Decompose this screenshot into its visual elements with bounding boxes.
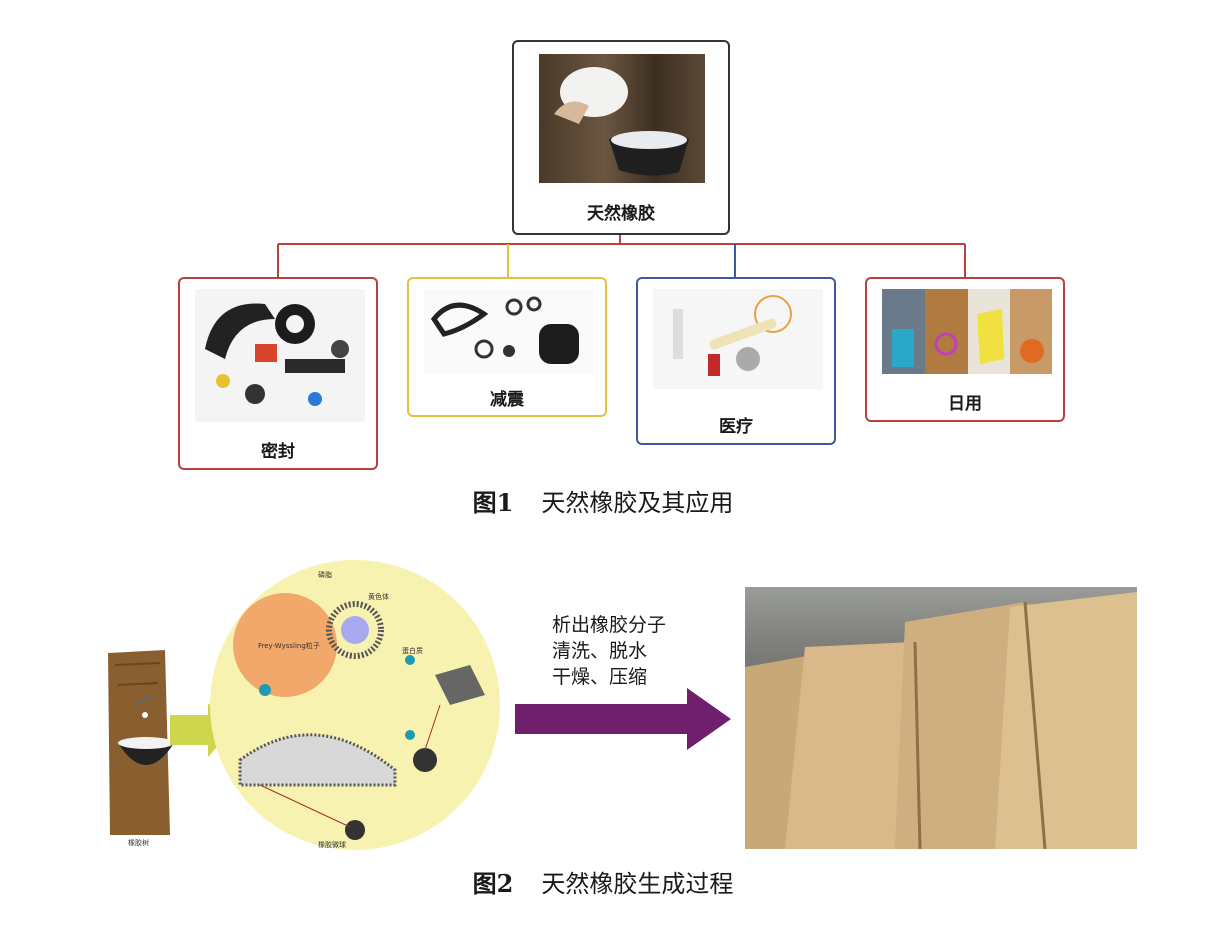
root-box: 天然橡胶 (512, 40, 730, 235)
label-rubber-particle: 橡胶微球 (318, 840, 346, 849)
damping-parts-photo (424, 289, 594, 374)
process-step-3: 干燥、压缩 (552, 666, 648, 688)
figure1-caption-text: 天然橡胶及其应用 (541, 489, 734, 517)
figure2-caption-number: 图2 (472, 869, 514, 898)
process-step-1: 析出橡胶分子 (552, 614, 667, 636)
label-rubber-tree: 橡胶树 (128, 838, 149, 847)
sealing-parts-photo (195, 289, 365, 422)
rubber-particle-diagram: 橡胶树 磷脂 Frey-Wyssling粒子 黄色体 蛋白质 橡胶微球 (108, 560, 500, 850)
label-frey-wyssling: Frey-Wyssling粒子 (258, 641, 320, 650)
app-label-medical: 医疗 (719, 417, 753, 437)
app-label-daily: 日用 (948, 394, 982, 414)
figure2-caption: 图2 天然橡胶生成过程 (0, 864, 1206, 899)
process-steps: 析出橡胶分子 清洗、脱水 干燥、压缩 (552, 612, 666, 690)
process-step-2: 清洗、脱水 (552, 640, 648, 662)
medical-supplies-image (673, 295, 792, 376)
figure1-caption: 图1 天然橡胶及其应用 (0, 483, 1206, 518)
sealing-parts-image (205, 303, 349, 406)
tree-connectors (277, 234, 966, 278)
process-arrow-shape (515, 688, 731, 750)
figure1-caption-number: 图1 (472, 488, 514, 517)
label-lutoid: 黄色体 (368, 592, 389, 601)
root-label: 天然橡胶 (587, 204, 655, 224)
latex-tapping-photo (539, 54, 705, 183)
app-box-medical: 医疗 (636, 277, 836, 445)
figure2-caption-text: 天然橡胶生成过程 (541, 870, 734, 898)
latex-particle-circle (210, 560, 500, 850)
rubber-blocks-image (745, 592, 1137, 849)
rubber-tree-illustration (108, 650, 174, 835)
daily-goods-photo (882, 289, 1052, 374)
app-label-damping: 减震 (490, 390, 524, 410)
latex-cup-image (554, 67, 689, 176)
label-phospholipid: 磷脂 (318, 570, 332, 579)
app-box-damping: 减震 (407, 277, 607, 417)
app-label-sealing: 密封 (261, 442, 295, 462)
process-arrow (515, 688, 731, 750)
label-protein: 蛋白质 (402, 646, 423, 655)
app-box-daily: 日用 (865, 277, 1065, 422)
rubber-blocks-photo (745, 587, 1137, 849)
medical-supplies-photo (653, 289, 823, 389)
app-box-sealing: 密封 (178, 277, 378, 470)
daily-goods-image (882, 289, 1052, 374)
damping-parts-image (430, 296, 579, 364)
